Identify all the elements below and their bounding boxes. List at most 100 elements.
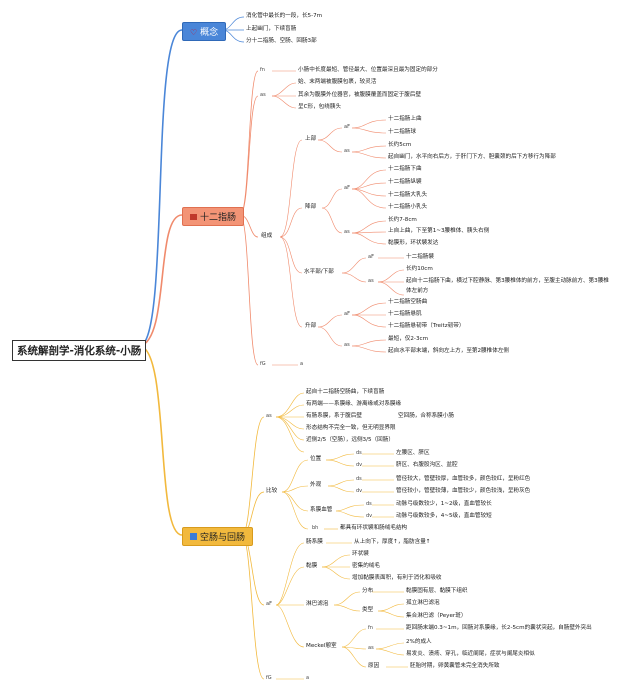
appearance-value: 管径较大，管壁较厚，血管较多，颜色较红，呈粉红色	[396, 476, 531, 482]
ascending-af-item: 十二指肠悬肌	[388, 311, 422, 317]
position-value: 左腰区、脐区	[396, 450, 430, 456]
vessels-value: 动脉弓级数较多，4~5级，直血管较短	[396, 513, 492, 519]
ascending-as-key: as	[344, 342, 350, 348]
duodenum-as-item: 呈C形，包绕胰头	[298, 104, 342, 110]
jejunum-as-item: 空回肠，合称系膜小肠	[398, 413, 454, 419]
ascending-as-item: 起自水平部末端，斜向左上方，至第2腰椎体左侧	[388, 348, 510, 354]
upper-as-item: 长约5cm	[388, 142, 412, 148]
ascending-af-item: 十二指肠空肠曲	[388, 299, 428, 305]
root-node[interactable]: 系统解剖学-消化系统-小肠	[12, 340, 147, 361]
upper-part-label: 上部	[305, 136, 317, 142]
descending-af-key: aF	[344, 185, 350, 191]
horizontal-as-item: 体左前方	[406, 288, 429, 294]
lymph-types-label: 类型	[362, 607, 374, 613]
jejunum-as-item: 有肠系膜，系于腹后壁	[306, 413, 362, 419]
mucosa-item: 密集的绒毛	[352, 563, 380, 569]
horizontal-af-item: 十二指肠襞	[406, 254, 434, 260]
topic-duodenum-label: 十二指肠	[200, 213, 237, 223]
concept-item: 分十二指肠、空肠、回肠3部	[246, 38, 317, 44]
lymph-distribution-text: 黏膜固有层、黏膜下组织	[406, 588, 468, 594]
horizontal-as-item: 起自十二指肠下曲，横过下腔静脉、第3腰椎体的前方，至腹主动脉前方、第3腰椎	[406, 278, 609, 284]
topic-jejunum-ileum[interactable]: 空肠与回肠	[182, 527, 254, 546]
duodenum-fn-key: fn	[260, 67, 265, 73]
vessels-label: 系膜血管	[310, 507, 333, 513]
appearance-key: ds	[356, 476, 362, 482]
upper-af-item: 十二指肠上曲	[388, 116, 422, 122]
duodenum-as-item: 其余为腹膜外位器官，被腹膜覆盖而固定于腹后壁	[298, 92, 422, 98]
descending-part-label: 降部	[305, 204, 317, 210]
lymph-distribution-label: 分布	[362, 588, 374, 594]
bh-key: bh	[312, 525, 319, 531]
house-icon	[190, 214, 197, 220]
jejunum-as-item: 有两端——系膜缘、游离缘或对系膜缘	[306, 401, 402, 407]
jejunum-as-item: 形态结构不完全一致，但无明显界限	[306, 425, 396, 431]
topic-concept-label: 概念	[200, 28, 219, 38]
descending-as-key: as	[344, 229, 350, 235]
mesentery-label: 肠系膜	[306, 539, 323, 545]
vessels-key: dv	[366, 513, 373, 519]
jejunum-fg-key: fG	[266, 675, 272, 681]
topic-duodenum[interactable]: 十二指肠	[182, 207, 245, 226]
jejunum-as-item: 近侧2/5（空肠），远侧3/5（回肠）	[306, 437, 394, 443]
ascending-af-item: 十二指肠悬韧带（Treitz韧带）	[388, 323, 465, 329]
meckel-cause-text: 胚胎时期，卵黄囊管未完全消失所致	[410, 663, 500, 669]
duodenum-as-key: as	[260, 92, 266, 98]
upper-af-key: aF	[344, 124, 350, 130]
appearance-label: 外观	[310, 482, 322, 488]
compare-label: 比较	[266, 488, 278, 494]
square-icon	[190, 533, 197, 540]
connector-root-duodenum	[139, 214, 183, 347]
concept-item: 消化管中最长的一段，长5-7m	[246, 13, 323, 19]
jejunum-fg-value: a	[306, 675, 310, 681]
jejunum-af-key: aF	[266, 601, 272, 607]
descending-as-item: 上自上曲，下至第1~3腰椎体、胰头右侧	[388, 228, 490, 234]
ascending-as-item: 最短，仅2-3cm	[388, 336, 429, 342]
descending-as-item: 黏膜形，环状襞发达	[388, 240, 439, 246]
appearance-value: 管径较小，管壁较薄，血管较少，颜色较浅，呈粉灰色	[396, 488, 531, 494]
duodenum-fg-key: fG	[260, 361, 266, 367]
meckel-cause-label: 原因	[368, 663, 380, 669]
upper-af-item: 十二指肠球	[388, 129, 416, 135]
meckel-fn-key: fn	[368, 625, 373, 631]
vessels-key: ds	[366, 501, 372, 507]
meckel-as-key: as	[368, 645, 374, 651]
duodenum-fn-text: 小肠中长度最短、管径最大、位置最深且最为固定的部分	[298, 67, 438, 73]
jejunum-as-key: as	[266, 413, 272, 419]
horizontal-af-key: aF	[368, 254, 374, 260]
descending-af-item: 十二指肠小乳头	[388, 204, 428, 210]
upper-as-item: 起自幽门，水平向右后方，于肝门下方、胆囊颈的后下方移行为降部	[388, 154, 556, 160]
meckel-as-item: 2%的成人	[406, 639, 432, 645]
lymph-label: 淋巴滤泡	[306, 601, 329, 607]
vessels-value: 动脉弓级数较少，1~2级，直血管较长	[396, 501, 492, 507]
horizontal-as-key: as	[368, 278, 374, 284]
descending-af-item: 十二指肠大乳头	[388, 192, 428, 198]
jejunum-as-item: 起自十二指肠空肠曲，下续盲肠	[306, 389, 385, 395]
meckel-label: Meckel憩室	[306, 643, 337, 649]
topic-concept[interactable]: ♡概念	[182, 22, 227, 41]
mucosa-item: 增加黏膜表面积，有利于消化和吸收	[352, 575, 442, 581]
duodenum-as-item: 始、末两端被腹膜包裹，较灵活	[298, 79, 377, 85]
ascending-part-label: 升部	[305, 323, 317, 329]
horizontal-as-item: 长约10cm	[406, 266, 433, 272]
position-key: dv	[356, 462, 363, 468]
duodenum-composition-label: 组成	[261, 233, 273, 239]
bh-value: 都具有环状襞和肠绒毛结构	[340, 525, 408, 531]
position-label: 位置	[310, 456, 322, 462]
concept-item: 上起幽门，下续盲肠	[246, 26, 297, 32]
lymph-type-item: 集合淋巴滤（Peyer斑）	[406, 613, 467, 619]
position-value: 脐区、右腹股沟区、盆腔	[396, 462, 458, 468]
horizontal-part-label: 水平部/下部	[304, 269, 334, 275]
connector-root-concept	[139, 29, 183, 347]
meckel-fn-text: 距回肠末端0.3~1m，回肠对系膜缘，长2-5cm的囊状突起，自肠壁外突出	[406, 625, 592, 631]
descending-as-item: 长约7-8cm	[388, 217, 417, 223]
position-key: ds	[356, 450, 362, 456]
upper-as-key: as	[344, 148, 350, 154]
mucosa-label: 黏膜	[306, 563, 318, 569]
ascending-af-key: aF	[344, 311, 350, 317]
connector-root-jejunum	[139, 345, 183, 536]
mesentery-text: 从上向下，厚度↑，脂肪含量↑	[354, 539, 431, 545]
duodenum-fg-value: a	[300, 361, 304, 367]
topic-jejunum-ileum-label: 空肠与回肠	[200, 533, 246, 543]
meckel-as-item: 易发炎、溃疡、穿孔，临近阑尾，症状与阑尾炎相似	[406, 651, 535, 657]
descending-af-item: 十二指肠下曲	[388, 166, 422, 172]
